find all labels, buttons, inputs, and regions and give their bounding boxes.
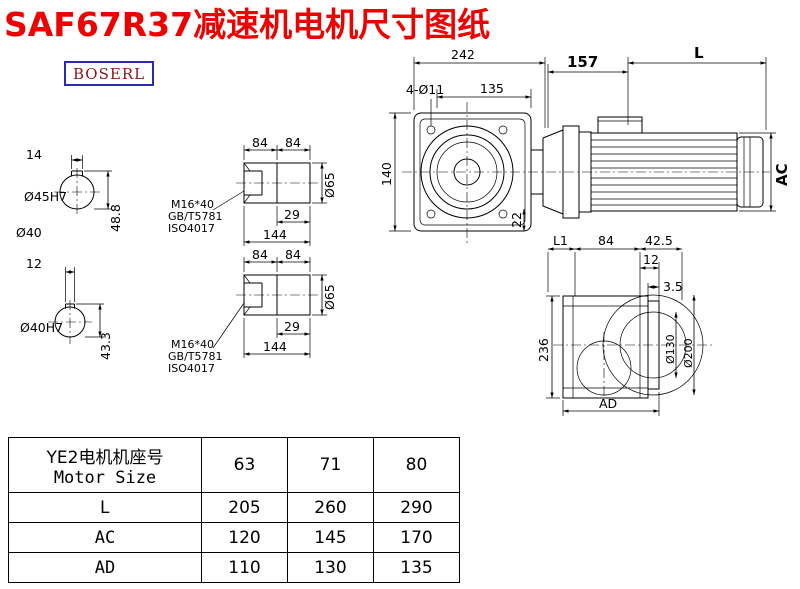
dim-AC: AC (773, 163, 791, 186)
side-view: L1 84 42.5 12 3.5 236 Ø130 Ø200 AD (536, 233, 712, 416)
brand-logo-text: BOSERL (73, 65, 146, 83)
label-bolt-top: M16*40 (171, 198, 214, 211)
dim-dia130: Ø130 (664, 334, 677, 364)
brand-logo: BOSERL (64, 61, 155, 86)
dim-AD: AD (599, 396, 617, 411)
dim-bore-40: Ø40H7 (20, 320, 63, 335)
label-bolt-bottom: M16*40 (171, 338, 214, 351)
dim-84b-top: 84 (285, 135, 301, 150)
dim-84-side: 84 (598, 233, 614, 248)
dim-height-45: 48.8 (108, 204, 123, 232)
dim-dia200: Ø200 (682, 338, 695, 368)
dim-29-top: 29 (284, 207, 300, 222)
dim-22: 22 (509, 212, 524, 228)
technical-drawing: 14 48.8 Ø45H7 Ø40 12 43.3 Ø40H7 (16, 44, 791, 416)
value-L-71: 260 (287, 492, 374, 523)
dim-bore-45: Ø45H7 (24, 189, 67, 204)
header-motor-size: YE2电机机座号 Motor Size (8, 437, 202, 493)
dim-height-40: 43.3 (98, 332, 113, 360)
value-AC-63: 120 (201, 522, 288, 553)
value-AD-80: 135 (373, 552, 460, 583)
label-std1-top: GB/T5781 (168, 210, 223, 223)
label-bolt-holes: 4-Ø11 (406, 82, 444, 97)
row-label-AD: AD (8, 552, 202, 583)
dim-L: L (694, 44, 704, 62)
dim-key-width-40: 12 (26, 256, 42, 271)
label-std2-top: ISO4017 (168, 222, 215, 235)
dim-157: 157 (567, 53, 598, 71)
table-row-AC: AC 120 145 170 (8, 522, 460, 553)
value-AC-71: 145 (287, 522, 374, 553)
value-L-63: 205 (201, 492, 288, 523)
motor-size-table: YE2电机机座号 Motor Size 63 71 80 L 205 260 2… (8, 437, 460, 583)
dim-144-bottom: 144 (263, 339, 287, 354)
label-std1-bottom: GB/T5781 (168, 350, 223, 363)
dim-outer-40: Ø40 (16, 225, 42, 240)
dim-3-5: 3.5 (663, 279, 683, 294)
table-row-AD: AD 110 130 135 (8, 552, 460, 583)
page-title: SAF67R37减速机电机尺寸图纸 (4, 5, 491, 44)
row-label-AC: AC (8, 522, 202, 553)
header-size-80: 80 (373, 437, 460, 493)
dim-12: 12 (643, 252, 659, 267)
dim-dia65-bottom: Ø65 (322, 284, 337, 310)
dim-29-bottom: 29 (284, 319, 300, 334)
shaft-end-view-45: 14 48.8 Ø45H7 Ø40 (16, 147, 123, 240)
shaft-detail-top: 84 84 29 144 Ø65 M16*40 GB/T5781 ISO4017 (168, 135, 337, 246)
table-header-row: YE2电机机座号 Motor Size 63 71 80 (8, 437, 460, 493)
header-size-71: 71 (287, 437, 374, 493)
dim-L1: L1 (553, 233, 568, 248)
dim-42-5: 42.5 (645, 233, 673, 248)
dim-dia65-top: Ø65 (322, 172, 337, 198)
value-L-80: 290 (373, 492, 460, 523)
dim-242: 242 (451, 47, 475, 62)
dim-84a-top: 84 (252, 135, 268, 150)
dim-236: 236 (536, 338, 551, 362)
dim-84b-bottom: 84 (285, 247, 301, 262)
front-view: 242 157 L 135 4-Ø11 140 22 (379, 44, 791, 243)
dim-84a-bottom: 84 (252, 247, 268, 262)
dim-144-top: 144 (263, 227, 287, 242)
value-AC-80: 170 (373, 522, 460, 553)
label-std2-bottom: ISO4017 (168, 362, 215, 375)
value-AD-63: 110 (201, 552, 288, 583)
dim-key-width-45: 14 (26, 147, 42, 162)
row-label-L: L (8, 492, 202, 523)
shaft-end-view-40: 12 43.3 Ø40H7 (20, 256, 113, 360)
header-motor-size-en: Motor Size (53, 467, 157, 488)
shaft-detail-bottom: 84 84 29 144 Ø65 M16*40 GB/T5781 ISO4017 (168, 247, 337, 375)
table-row-L: L 205 260 290 (8, 492, 460, 523)
dim-135: 135 (480, 81, 504, 96)
dim-140: 140 (379, 162, 394, 186)
header-size-63: 63 (201, 437, 288, 493)
header-motor-size-cn: YE2电机机座号 (46, 447, 164, 468)
value-AD-71: 130 (287, 552, 374, 583)
